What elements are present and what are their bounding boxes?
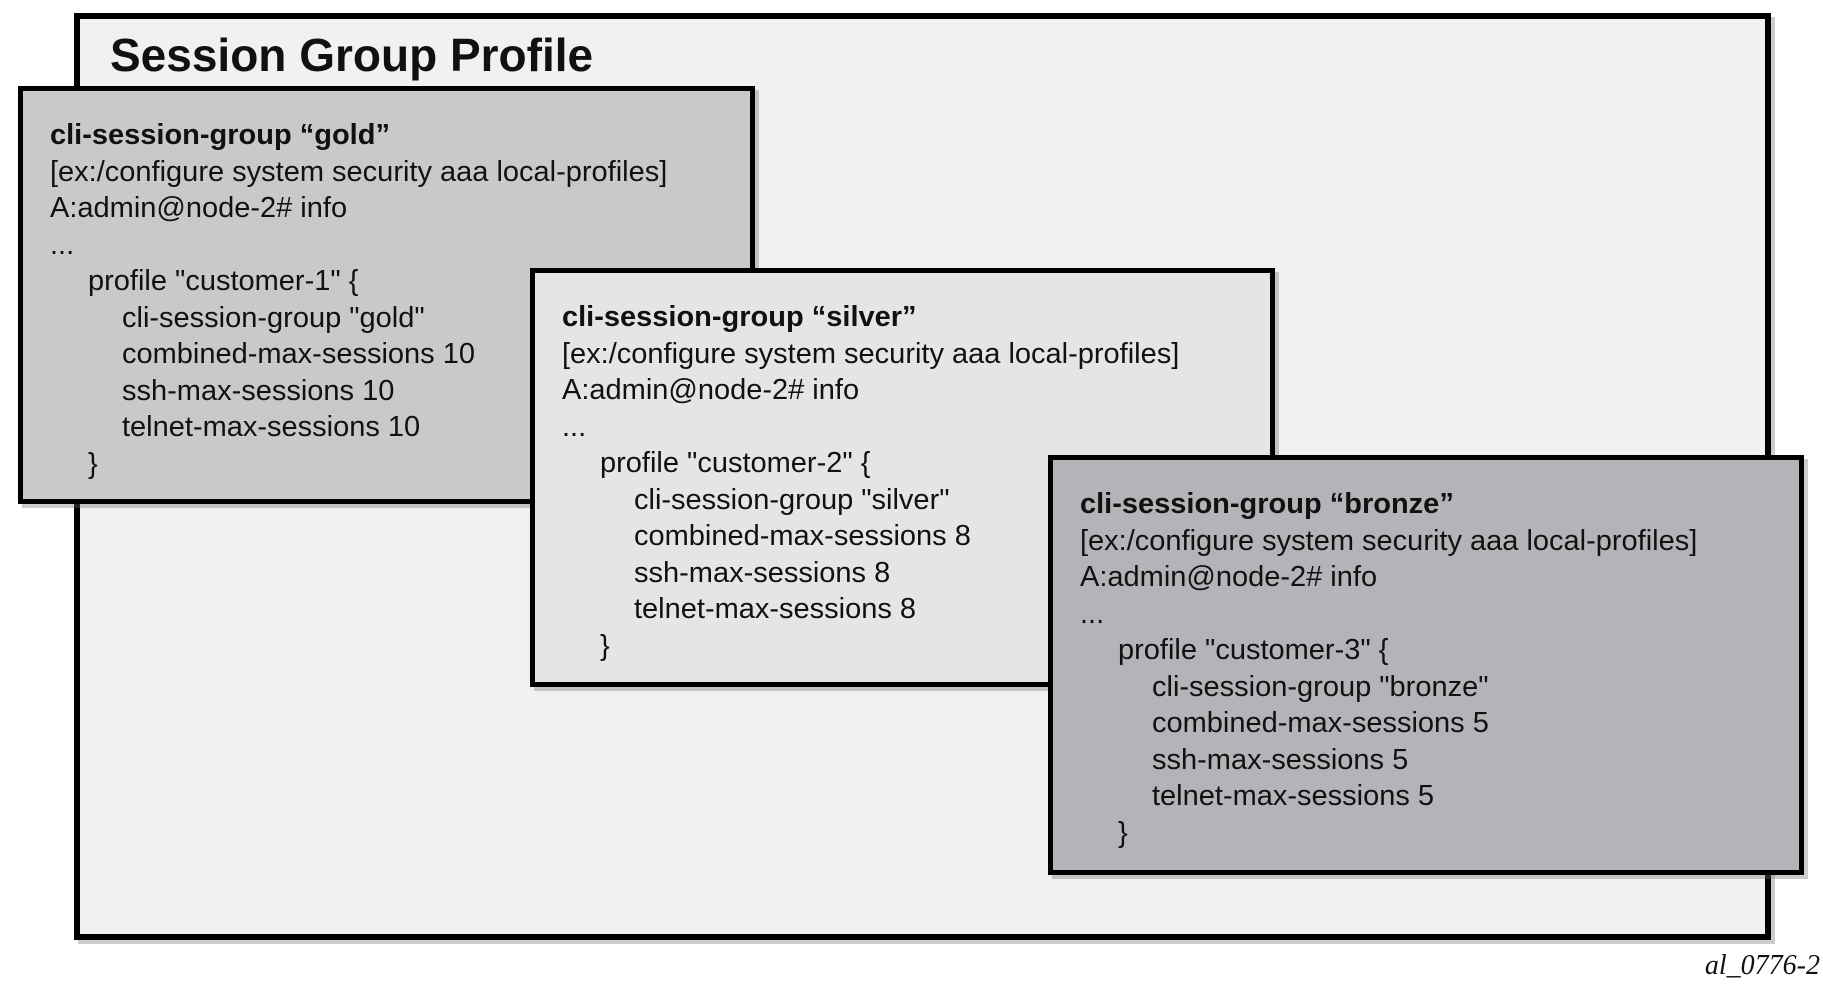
code-line: telnet-max-sessions 10 xyxy=(122,411,421,443)
code-line: combined-max-sessions 8 xyxy=(634,520,971,552)
code-line: combined-max-sessions 5 xyxy=(1152,707,1489,739)
figure-id-label: al_0776-2 xyxy=(1704,950,1820,981)
code-line: cli-session-group "silver" xyxy=(634,483,950,516)
code-box-gold: cli-session-group “gold” [ex:/configure … xyxy=(18,86,755,504)
code-box-gold-lines: [ex:/configure system security aaa local… xyxy=(50,154,744,483)
code-line: } xyxy=(1118,816,1128,849)
code-box-bronze-title: cli-session-group “bronze” xyxy=(1080,488,1454,520)
code-line: [ex:/configure system security aaa local… xyxy=(562,337,1180,370)
code-box-silver-lines: [ex:/configure system security aaa local… xyxy=(562,336,1264,665)
code-line: ... xyxy=(50,228,75,261)
code-box-bronze: cli-session-group “bronze” [ex:/configur… xyxy=(1048,455,1804,875)
code-line: combined-max-sessions 10 xyxy=(122,338,475,370)
code-line: } xyxy=(600,629,610,662)
code-line: ... xyxy=(562,410,587,443)
code-box-bronze-lines: [ex:/configure system security aaa local… xyxy=(1080,523,1793,852)
code-line: [ex:/configure system security aaa local… xyxy=(50,155,668,188)
code-line: A:admin@node-2# info xyxy=(50,192,348,224)
code-line: profile "customer-2" { xyxy=(600,447,871,479)
code-line: profile "customer-1" { xyxy=(88,265,359,297)
code-line: A:admin@node-2# info xyxy=(1080,561,1378,593)
code-line: profile "customer-3" { xyxy=(1118,634,1389,666)
code-box-silver-title: cli-session-group “silver” xyxy=(562,301,917,333)
code-line: ... xyxy=(1080,597,1105,630)
code-line: cli-session-group "gold" xyxy=(122,301,425,334)
code-line: cli-session-group "bronze" xyxy=(1152,670,1489,703)
code-line: } xyxy=(88,447,98,480)
code-line: telnet-max-sessions 8 xyxy=(634,593,917,625)
code-line: telnet-max-sessions 5 xyxy=(1152,780,1435,812)
code-line: A:admin@node-2# info xyxy=(562,374,860,406)
code-line: ssh-max-sessions 8 xyxy=(634,556,891,589)
code-box-gold-title: cli-session-group “gold” xyxy=(50,119,390,151)
code-line: ssh-max-sessions 5 xyxy=(1152,743,1409,776)
code-line: [ex:/configure system security aaa local… xyxy=(1080,524,1698,557)
figure-title: Session Group Profile xyxy=(110,29,594,81)
code-line: ssh-max-sessions 10 xyxy=(122,374,395,407)
